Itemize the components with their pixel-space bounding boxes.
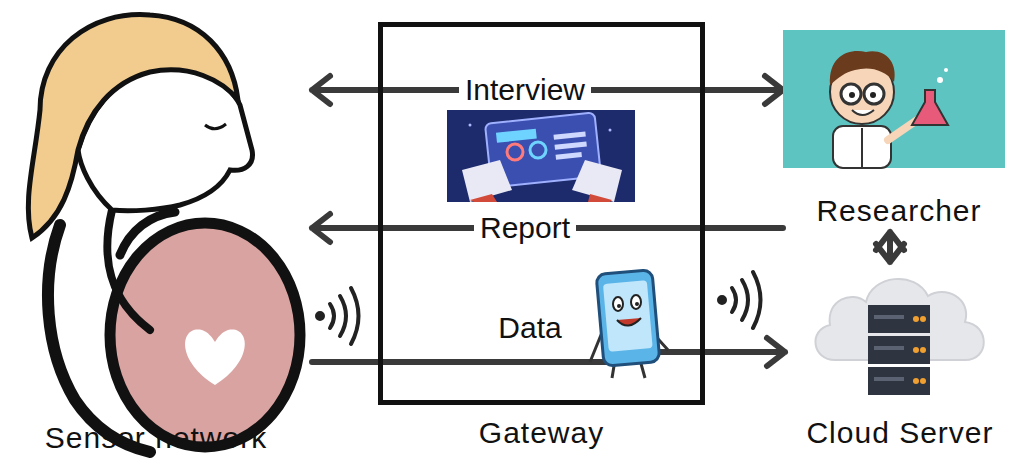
sensor-network-node: Sensor network bbox=[0, 0, 312, 459]
pregnant-woman-figure bbox=[28, 15, 300, 452]
flow-arrow bbox=[876, 232, 904, 262]
cloud-server-node: Cloud Server bbox=[785, 262, 1015, 454]
node-label: Gateway bbox=[479, 416, 604, 455]
smartphone-illustration bbox=[590, 270, 668, 378]
edge-label: Report bbox=[474, 211, 576, 246]
edge-label: Interview bbox=[459, 73, 591, 108]
researcher-illustration bbox=[783, 30, 1005, 168]
node-label: Researcher bbox=[816, 194, 981, 233]
wireless-signal bbox=[719, 272, 761, 328]
node-label: Sensor network bbox=[45, 421, 267, 459]
wireless-signal bbox=[317, 288, 359, 344]
cloud-server-illustration bbox=[815, 279, 983, 395]
tablet-illustration bbox=[447, 110, 635, 202]
researcher-node: Researcher bbox=[783, 30, 1015, 232]
edge-label: Data bbox=[492, 311, 567, 346]
arrow-line bbox=[876, 232, 904, 262]
node-label: Cloud Server bbox=[806, 416, 993, 455]
